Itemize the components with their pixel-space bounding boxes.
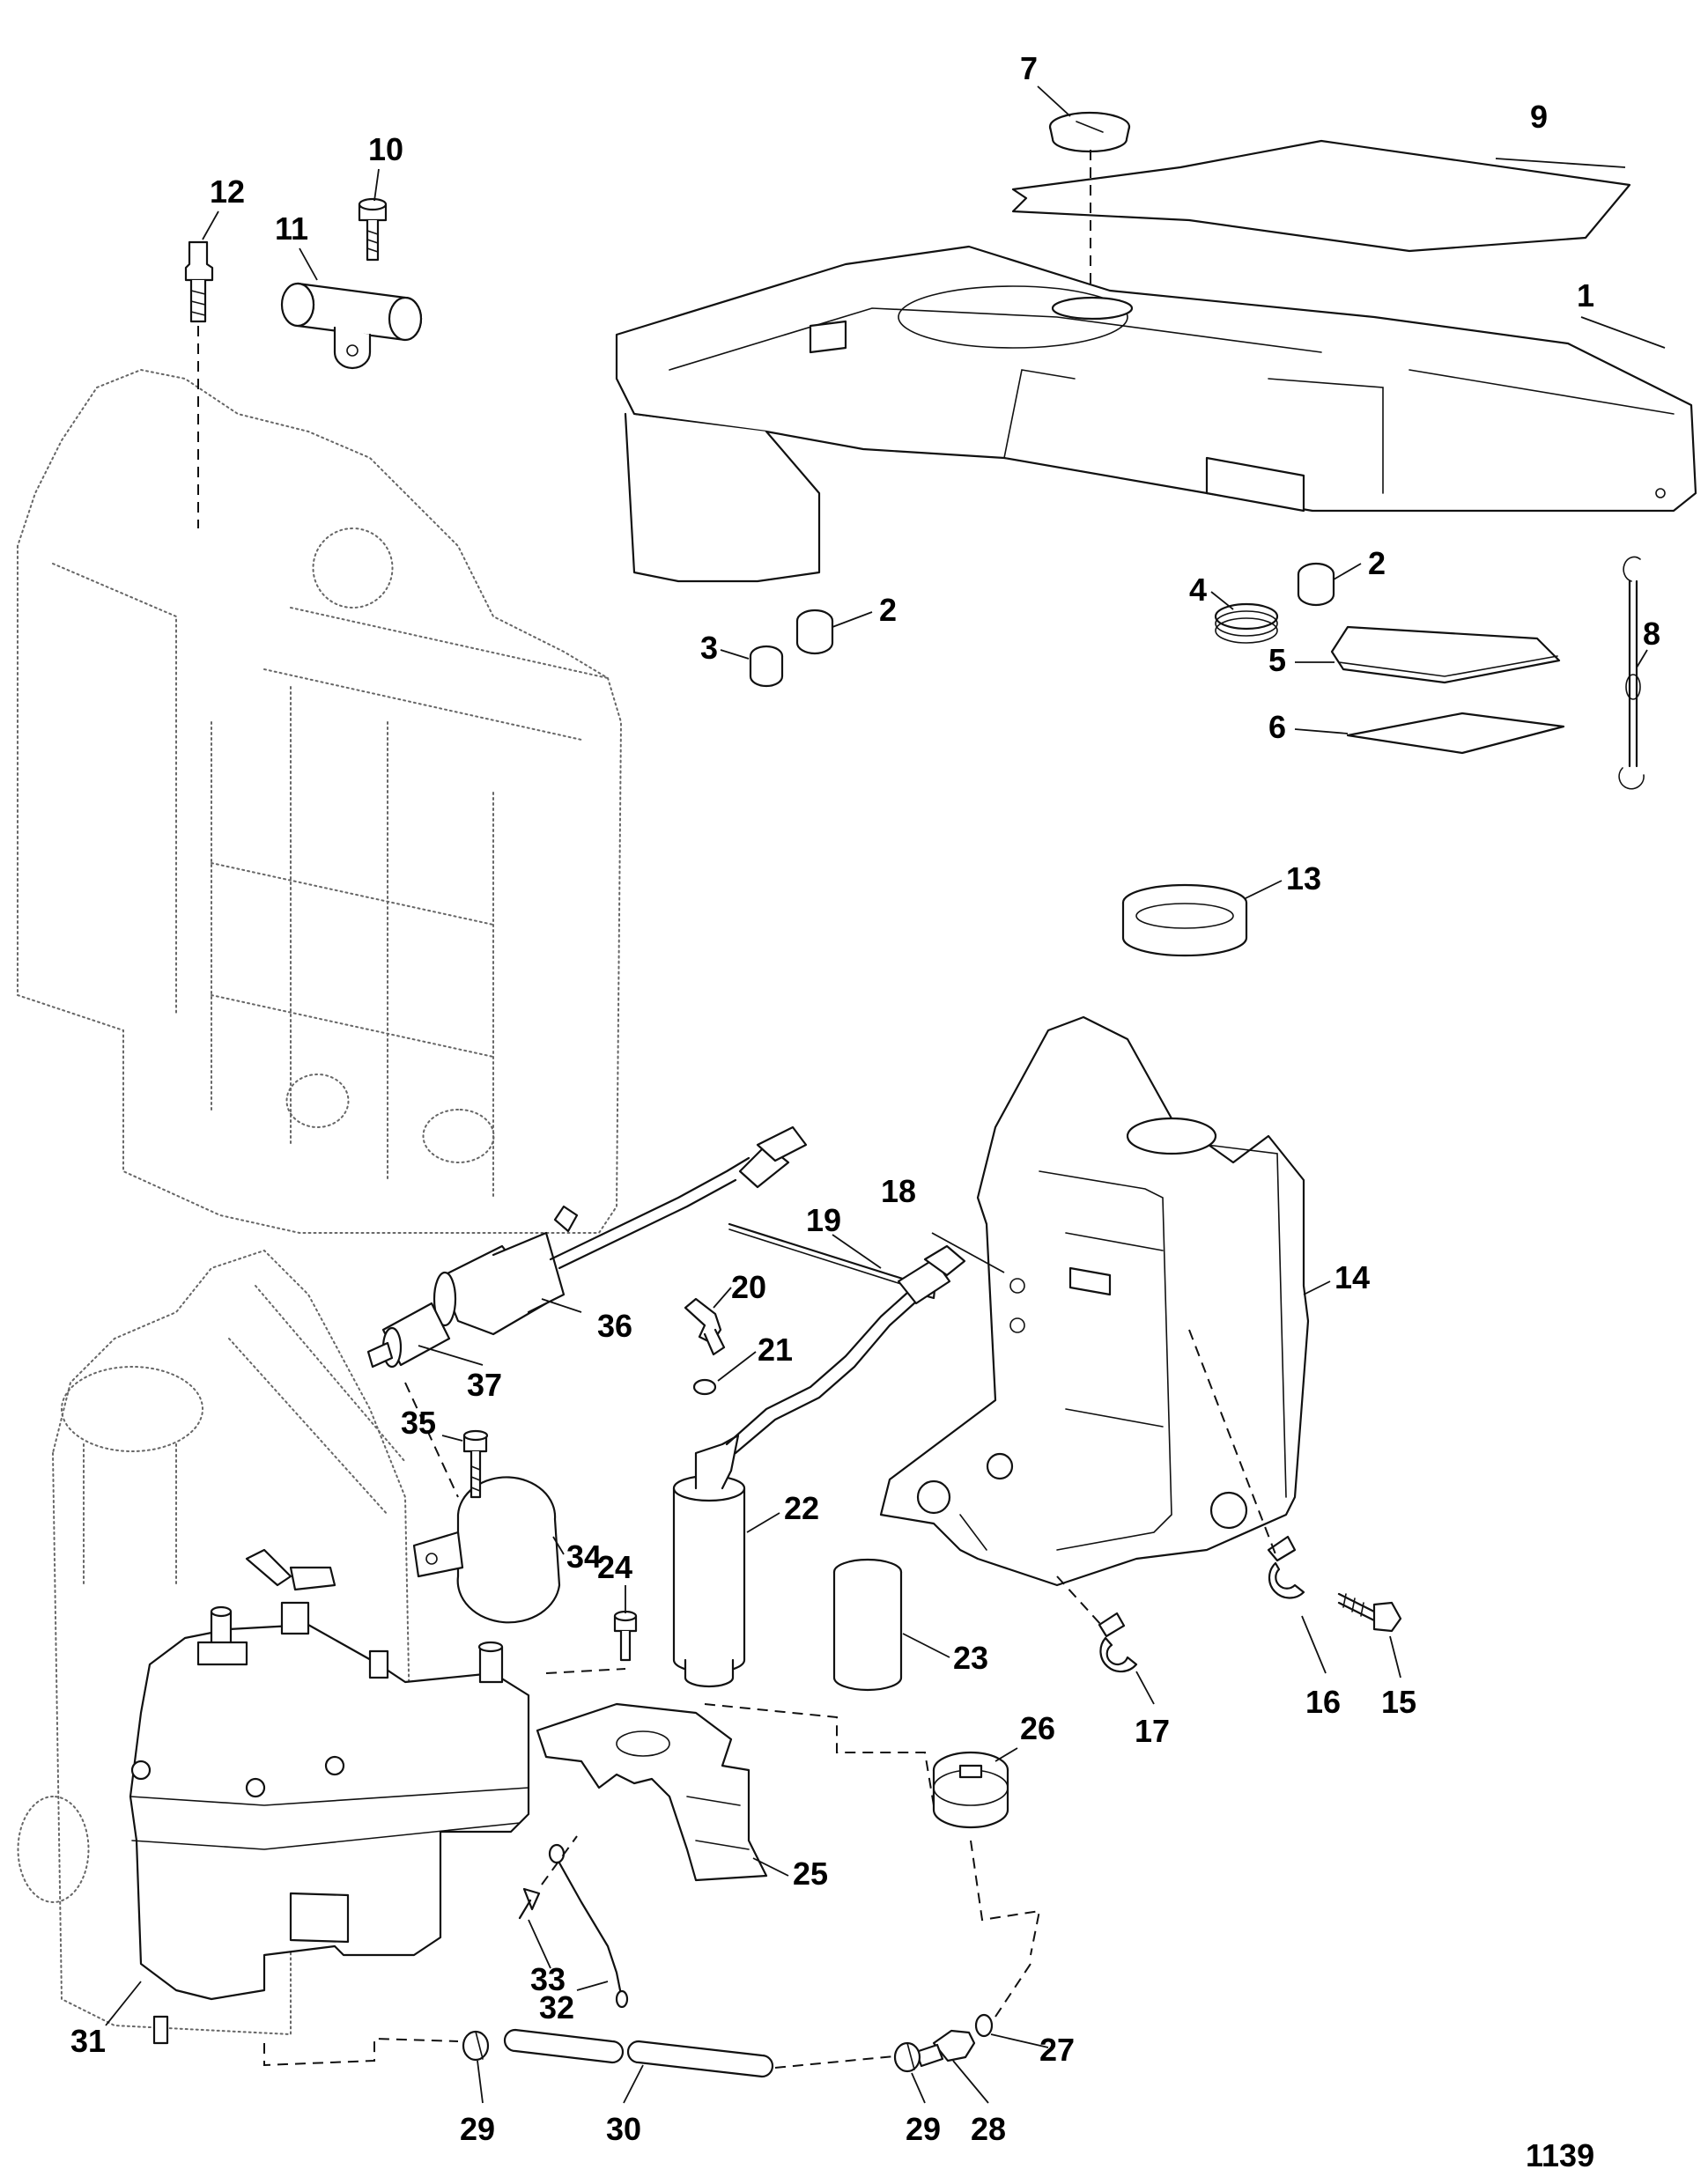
part-bolt-15 [1337,1592,1402,1633]
part-fitting-28 [914,2029,976,2068]
callout-2-right: 2 [1368,545,1386,581]
callout-26: 26 [1020,1710,1055,1746]
part-fitting-12 [184,240,214,323]
callout-23: 23 [953,1640,988,1676]
leader-22-route-dashed [704,1703,935,1806]
part-screw-10 [358,197,388,262]
part-seal-13 [1121,883,1248,957]
callout-30: 30 [606,2111,641,2147]
part-hose-30 [503,2028,774,2078]
callout-5: 5 [1268,642,1286,678]
callout-22: 22 [784,1490,819,1526]
callout-6: 6 [1268,709,1286,745]
callout-28: 28 [971,2111,1006,2147]
part-sleeve-23 [832,1558,903,1692]
callout-labels: 1 2 2 3 4 5 6 7 8 9 10 11 12 13 14 15 16… [70,50,1660,2147]
callout-37: 37 [467,1367,502,1403]
engine-block-ghost [17,368,623,1234]
part-clamp-29-right [893,2041,921,2073]
part-clip-17 [1098,1612,1138,1673]
callout-11: 11 [275,210,308,247]
callout-leaders [105,85,1666,2104]
callout-2-left: 2 [879,592,897,628]
part-grommet-3 [749,645,784,688]
part-oring-21 [692,1378,717,1396]
callout-10: 10 [368,131,403,167]
part-intake-14 [879,1015,1310,1587]
callout-31: 31 [70,2023,106,2059]
part-fuel-module-31 [129,1548,530,2045]
callout-17: 17 [1135,1713,1170,1749]
part-gasket-6 [1346,712,1565,755]
part-filter-37 [366,1302,451,1369]
part-spring-4 [1214,602,1279,644]
leader-18-dashed [1188,1329,1278,1560]
part-cover-plug [1048,111,1131,153]
part-bracket-25 [536,1702,768,1882]
callout-13: 13 [1286,860,1321,896]
leader-24-dashed [545,1668,626,1674]
part-screw-24 [613,1610,638,1662]
part-clip-16 [1267,1535,1305,1599]
callout-24: 24 [597,1549,632,1585]
callout-29-left: 29 [460,2111,495,2147]
leader-29-30-dashed [774,2055,895,2069]
callout-1: 1 [1577,277,1594,314]
leader-31-hose-dashed [263,2037,459,2067]
part-filter-36 [433,1125,808,1336]
fuel-module-bracket-ghost [17,1249,416,2036]
figure-number: 1139 [1526,2137,1594,2173]
part-clamp-34 [412,1476,561,1624]
leader-14-clip-dashed [1056,1575,1102,1626]
callout-34: 34 [566,1538,602,1575]
callout-36: 36 [597,1308,632,1344]
callout-14: 14 [1335,1259,1370,1295]
part-grommet-2-left [795,609,834,655]
callout-21: 21 [758,1332,793,1368]
part-grommet-2-right [1297,562,1335,607]
callout-27: 27 [1039,2032,1075,2068]
part-oring-27 [974,2013,994,2038]
part-sensor-11 [280,282,423,370]
leader-28-27-dashed [994,1963,1031,2018]
callout-15: 15 [1381,1684,1416,1720]
callout-7: 7 [1020,50,1038,86]
part-decal [1011,139,1631,253]
callout-4: 4 [1189,572,1207,608]
callout-32: 32 [539,1989,574,2025]
callout-35: 35 [401,1405,436,1441]
callout-8: 8 [1643,616,1660,652]
callout-12: 12 [210,173,245,210]
part-fuel-pump-22 [672,1244,966,1688]
part-elbow-20 [684,1297,726,1356]
callout-16: 16 [1305,1684,1341,1720]
part-strap-8 [1618,556,1645,790]
callout-18: 18 [881,1173,916,1209]
part-screw-33 [518,1887,541,1920]
callout-19: 19 [806,1202,841,1238]
leader-26-route-dashed [970,1840,1041,1956]
callout-9: 9 [1530,99,1548,135]
leader-34-dashed [404,1382,459,1498]
callout-25: 25 [793,1856,828,1892]
callout-3: 3 [700,630,718,666]
callout-20: 20 [731,1269,766,1305]
part-clamp-29-left [462,2030,490,2062]
part-filter-5 [1330,625,1561,684]
leader-33-dashed [541,1835,578,1885]
part-bolt-35 [462,1429,489,1499]
callout-29-right: 29 [906,2111,941,2147]
part-grommet-26 [932,1751,1009,1829]
part-flywheel-cover [615,245,1697,583]
callout-33: 33 [530,1961,566,1997]
